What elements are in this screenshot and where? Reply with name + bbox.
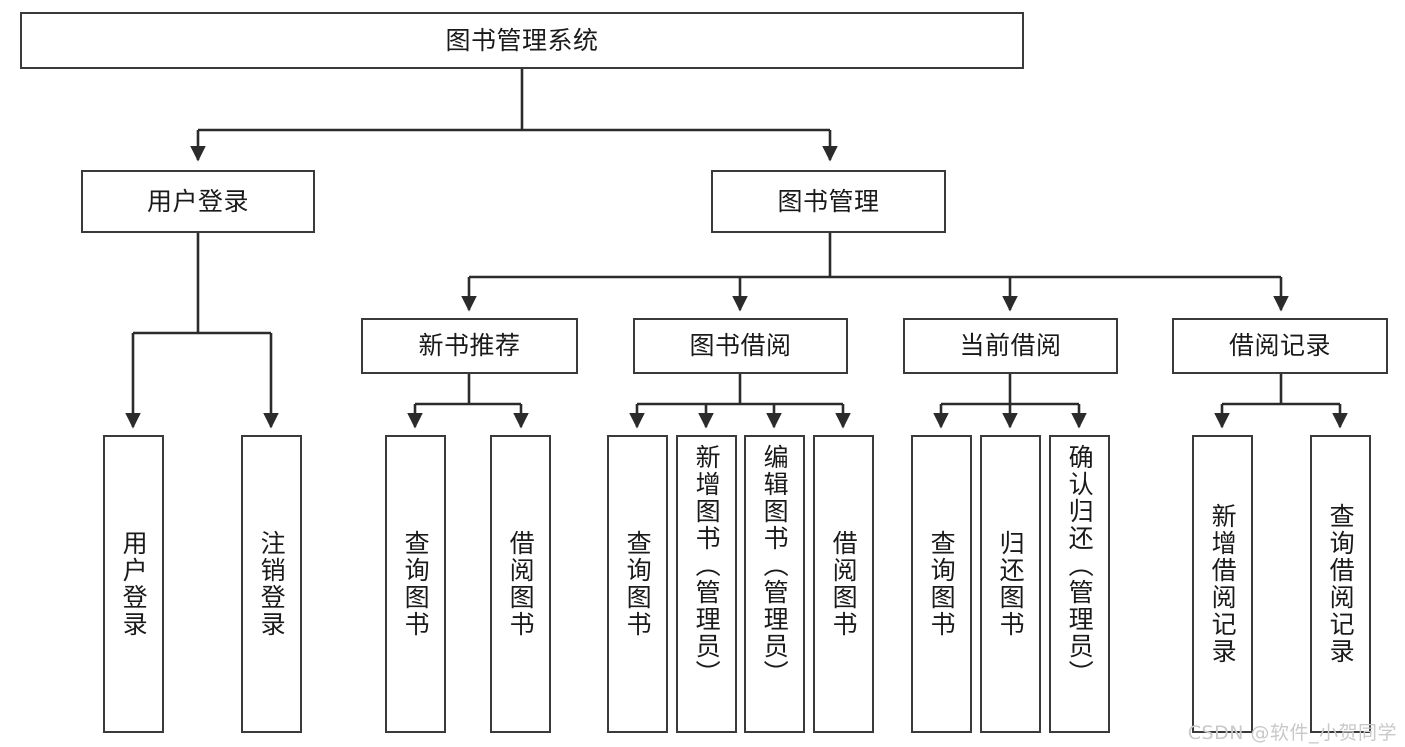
- node-label: 图书管理系统: [445, 25, 599, 55]
- node-label: 图书管理: [777, 186, 880, 216]
- node-label: 查询图书: [927, 530, 957, 638]
- node-label: 查询图书: [623, 530, 653, 638]
- node-label: 新增图书（管理员）: [692, 444, 722, 687]
- node-label: 借阅图书: [506, 530, 536, 638]
- node-label: 查询借阅记录: [1326, 503, 1356, 665]
- node-leaf-confirm-return-admin[interactable]: 确认归还（管理员）: [1049, 435, 1110, 733]
- node-current-borrow[interactable]: 当前借阅: [903, 318, 1118, 374]
- node-leaf-add-book-admin[interactable]: 新增图书（管理员）: [676, 435, 737, 733]
- node-label: 用户登录: [119, 530, 149, 638]
- node-leaf-query-book-recommend[interactable]: 查询图书: [385, 435, 446, 733]
- node-borrow-records[interactable]: 借阅记录: [1172, 318, 1388, 374]
- node-leaf-user-login[interactable]: 用户登录: [103, 435, 164, 733]
- node-leaf-add-borrow-record[interactable]: 新增借阅记录: [1192, 435, 1253, 733]
- node-new-book-recommend[interactable]: 新书推荐: [361, 318, 578, 374]
- node-label: 查询图书: [401, 530, 431, 638]
- node-leaf-query-borrow-record[interactable]: 查询借阅记录: [1310, 435, 1371, 733]
- node-leaf-borrow-book[interactable]: 借阅图书: [813, 435, 874, 733]
- node-book-management[interactable]: 图书管理: [711, 170, 946, 233]
- node-label: 编辑图书（管理员）: [760, 444, 790, 687]
- node-leaf-query-book-borrow[interactable]: 查询图书: [607, 435, 668, 733]
- node-label: 当前借阅: [959, 331, 1062, 360]
- node-label: 借阅记录: [1228, 331, 1331, 360]
- node-label: 新增借阅记录: [1208, 503, 1238, 665]
- node-label: 新书推荐: [418, 331, 521, 360]
- node-leaf-logout[interactable]: 注销登录: [241, 435, 302, 733]
- node-leaf-borrow-book-recommend[interactable]: 借阅图书: [490, 435, 551, 733]
- node-label: 图书借阅: [689, 331, 792, 360]
- node-leaf-edit-book-admin[interactable]: 编辑图书（管理员）: [744, 435, 805, 733]
- node-leaf-return-book[interactable]: 归还图书: [980, 435, 1041, 733]
- node-label: 归还图书: [996, 530, 1026, 638]
- node-root-system[interactable]: 图书管理系统: [20, 12, 1024, 69]
- node-label: 注销登录: [257, 530, 287, 638]
- node-book-borrow[interactable]: 图书借阅: [633, 318, 848, 374]
- node-leaf-query-book-current[interactable]: 查询图书: [911, 435, 972, 733]
- watermark-text: CSDN @软件_小贺同学: [1187, 722, 1397, 744]
- node-label: 确认归还（管理员）: [1065, 444, 1095, 687]
- node-label: 借阅图书: [829, 530, 859, 638]
- node-label: 用户登录: [146, 186, 249, 216]
- node-user-login[interactable]: 用户登录: [81, 170, 315, 233]
